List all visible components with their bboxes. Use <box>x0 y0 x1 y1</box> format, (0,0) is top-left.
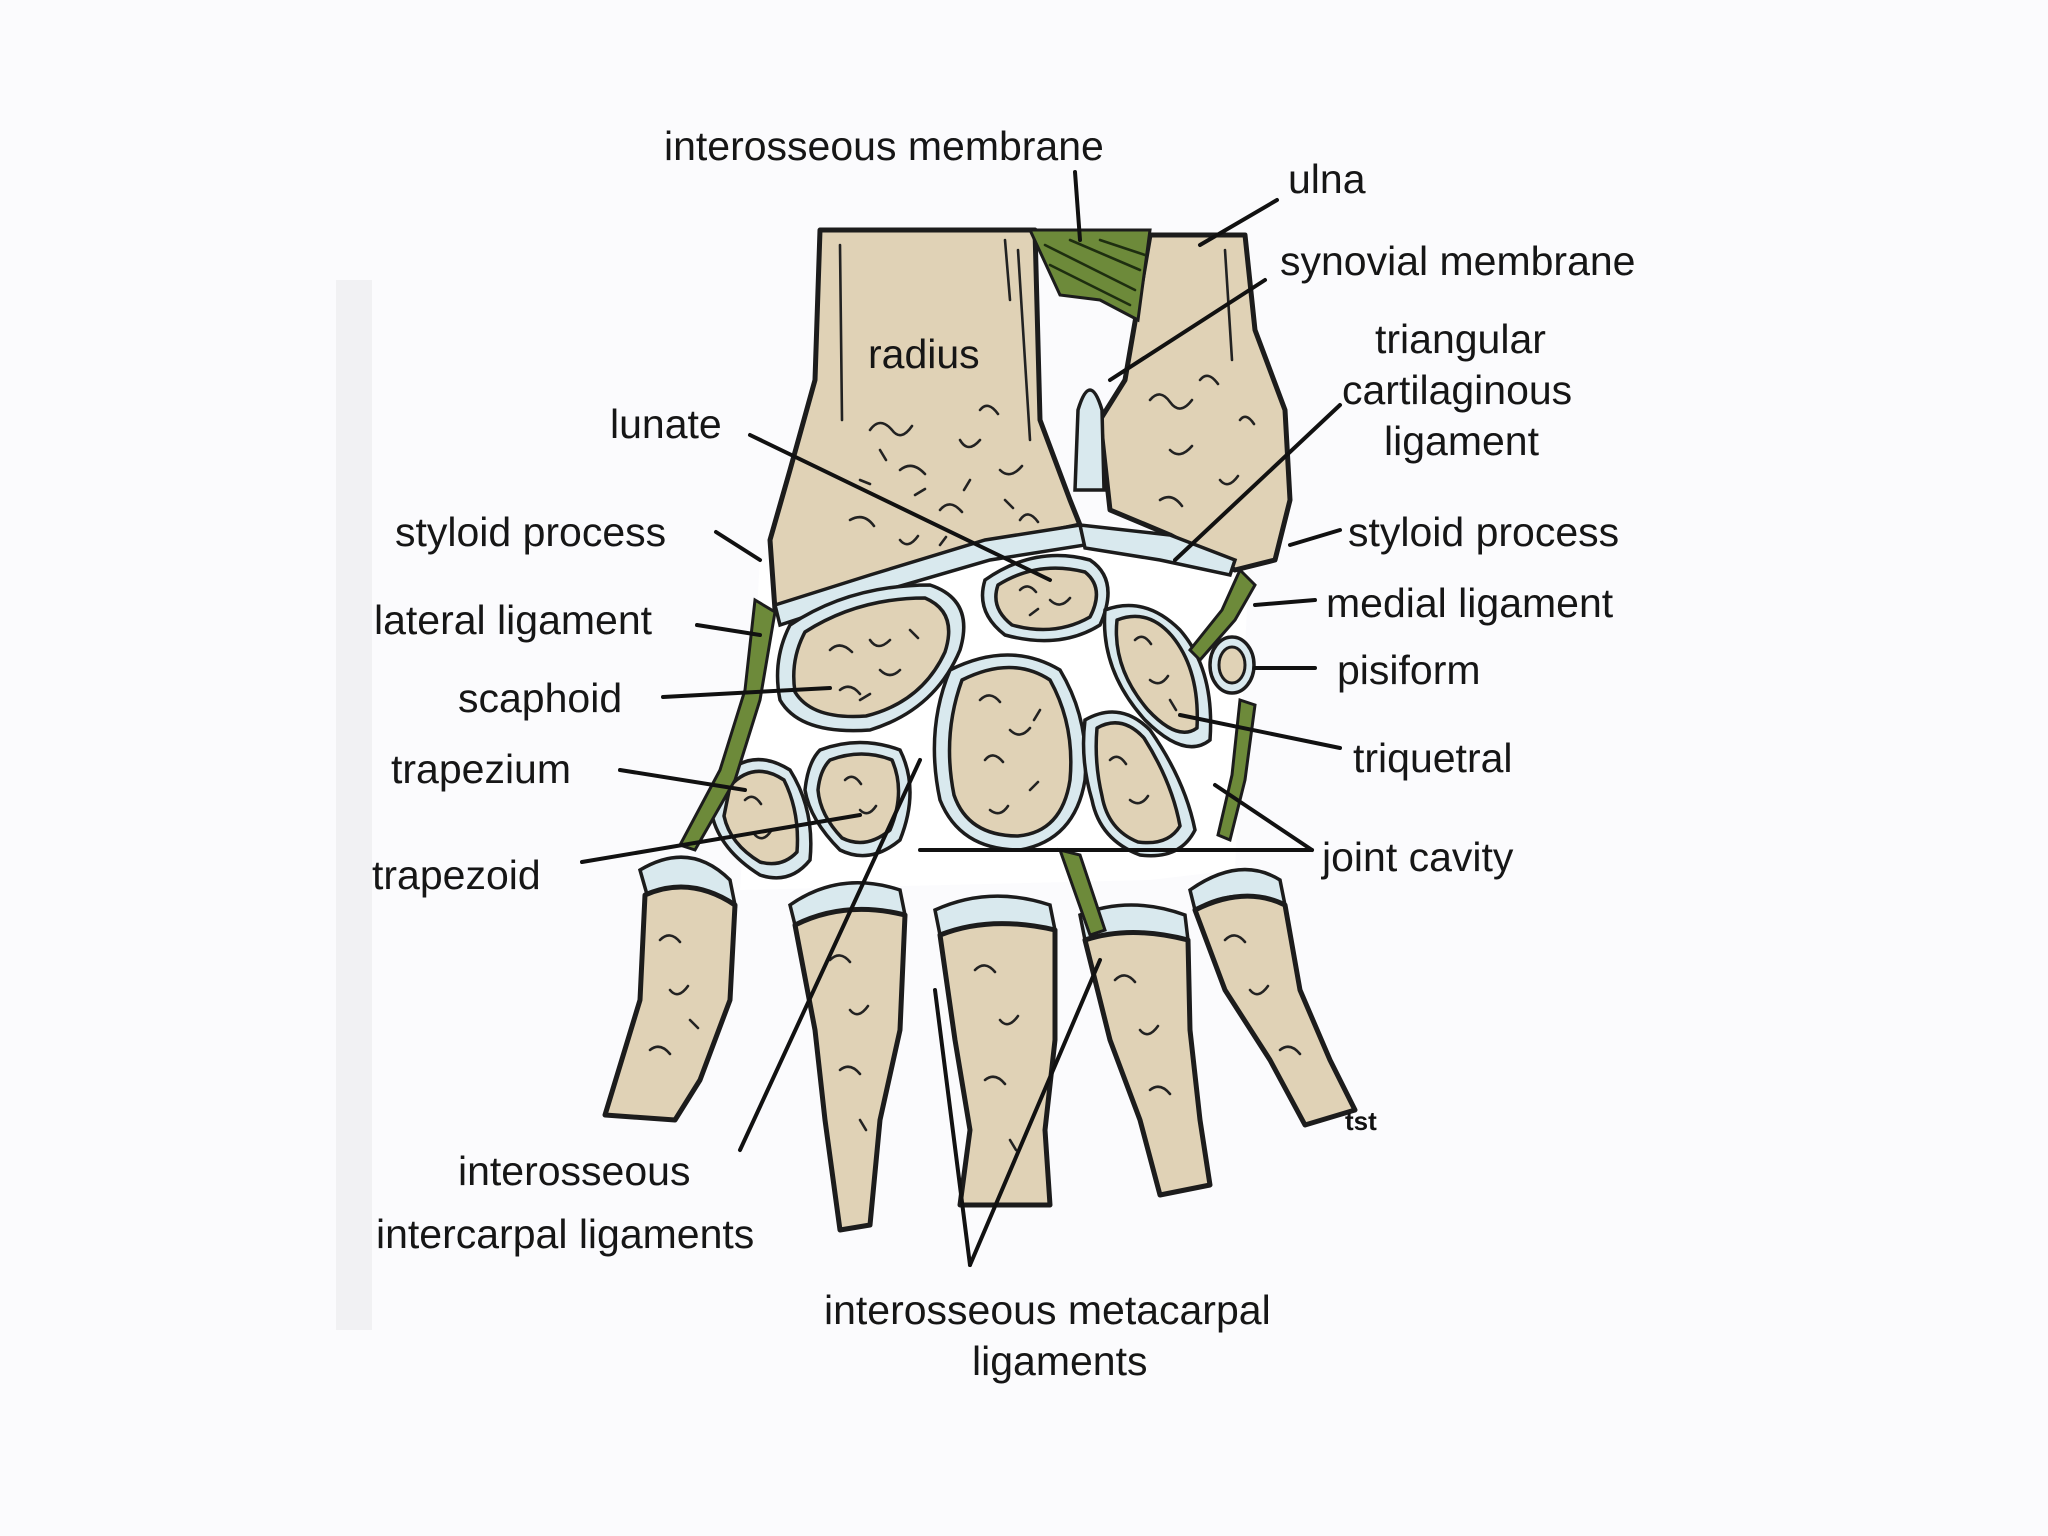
interosseous-membrane <box>1027 228 1152 323</box>
signature: tst <box>1345 1106 1377 1136</box>
lunate <box>980 553 1110 643</box>
lateral-ligament <box>677 597 777 852</box>
label-trapezium: trapezium <box>391 746 571 792</box>
label-lateral-ligament: lateral ligament <box>374 597 653 643</box>
label-lunate: lunate <box>610 401 722 447</box>
label-metacarpal-line2: ligaments <box>972 1338 1147 1384</box>
label-styloid-process-right: styloid process <box>1348 509 1619 555</box>
label-pisiform: pisiform <box>1337 647 1481 693</box>
triquetral <box>1102 603 1213 749</box>
label-triangular-line3: ligament <box>1384 418 1540 464</box>
scaphoid <box>775 583 966 733</box>
hamate <box>1081 710 1197 858</box>
label-scaphoid: scaphoid <box>458 675 622 721</box>
label-intercarpal-line2: intercarpal ligaments <box>376 1211 754 1257</box>
label-intercarpal-line1: interosseous <box>458 1148 690 1194</box>
label-ulna: ulna <box>1288 156 1366 202</box>
radius-texture <box>848 404 1040 547</box>
capitate <box>932 653 1088 852</box>
medial-ligament <box>1187 567 1257 663</box>
label-synovial-membrane: synovial membrane <box>1280 238 1636 284</box>
label-radius: radius <box>868 331 980 377</box>
label-medial-ligament: medial ligament <box>1326 580 1614 626</box>
label-triangular-line2: cartilaginous <box>1342 367 1572 413</box>
label-joint-cavity: joint cavity <box>1321 834 1514 880</box>
pisiform <box>1208 635 1256 695</box>
synovial-pouch <box>1073 388 1106 492</box>
ulna-texture <box>1148 374 1256 508</box>
label-triangular-line1: triangular <box>1375 316 1546 362</box>
labels: interosseous membrane ulna synovial memb… <box>372 123 1636 1384</box>
label-triquetral: triquetral <box>1353 735 1513 781</box>
medial-ligament-lower <box>1216 697 1257 843</box>
triangular-disc <box>1077 522 1238 578</box>
label-metacarpal-line1: interosseous metacarpal <box>824 1287 1271 1333</box>
leader-lines <box>580 170 1342 1267</box>
label-styloid-process-left: styloid process <box>395 509 666 555</box>
label-trapezoid: trapezoid <box>372 852 541 898</box>
left-margin-strip <box>336 280 372 1330</box>
ulna <box>1097 232 1293 573</box>
label-interosseous-membrane: interosseous membrane <box>664 123 1104 169</box>
metacarpals <box>602 847 1358 1233</box>
